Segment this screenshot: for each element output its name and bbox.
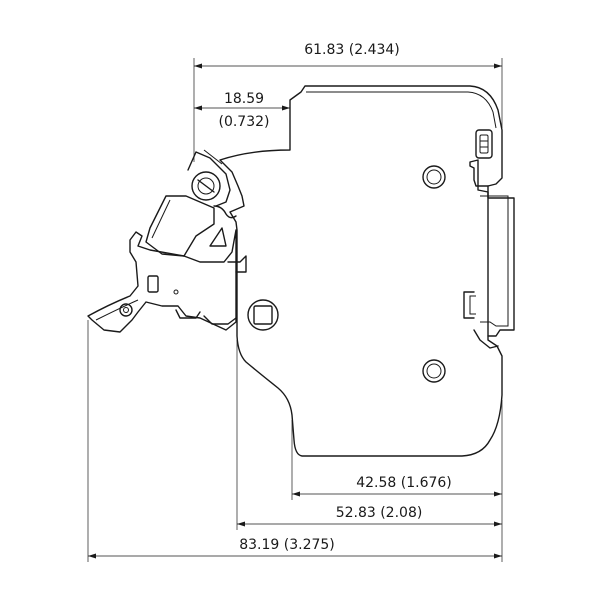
dimension-label-total-depth: 83.19 (3.275)	[239, 537, 335, 553]
mounting-holes	[422, 165, 446, 383]
dimension-top-offset: 18.59 (0.732)	[194, 91, 291, 150]
dimension-label-mid-depth: 52.83 (2.08)	[336, 505, 423, 521]
dimension-label-body-depth: 42.58 (1.676)	[356, 475, 452, 491]
terminal-screw	[247, 299, 279, 331]
fuse-holder-body	[219, 85, 503, 457]
dimension-label-top-offset-mm: 18.59	[224, 91, 264, 107]
dimension-body-depth: 42.58 (1.676)	[291, 400, 503, 500]
fuse-carrier-handle	[87, 149, 247, 333]
dimension-mid-depth: 52.83 (2.08)	[236, 340, 503, 530]
din-rail-clip	[463, 129, 515, 349]
dimension-overall-width: 61.83 (2.434)	[193, 42, 503, 162]
dimension-label-top-offset-in: (0.732)	[218, 114, 269, 130]
dimension-total-depth: 83.19 (3.275)	[87, 320, 503, 562]
dimension-label-overall-width: 61.83 (2.434)	[304, 42, 400, 58]
